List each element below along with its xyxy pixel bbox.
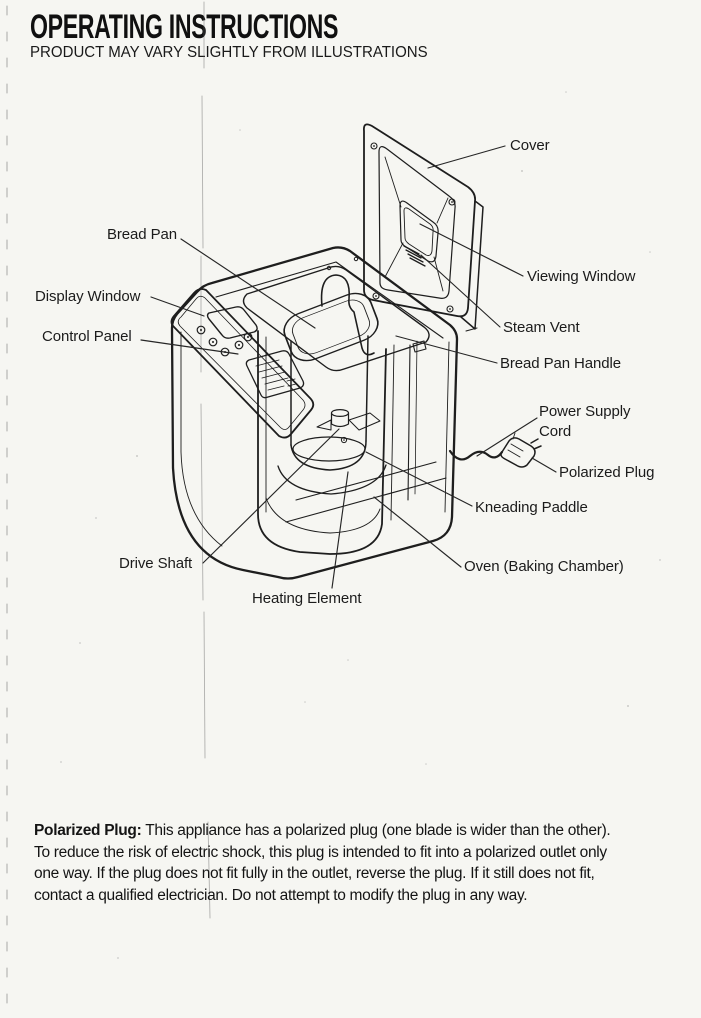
right-face-inner-line [444,341,450,513]
label-power-supply-cord: Power Supply Cord [539,403,631,440]
label-drive-shaft: Drive Shaft [119,555,193,572]
display-window-leader-line [150,296,205,317]
page-subtitle: PRODUCT MAY VARY SLIGHTLY FROM ILLUSTRAT… [30,44,428,61]
shell-cut-edges [407,344,411,501]
leader-lines [140,145,557,589]
label-viewing-window: Viewing Window [527,268,636,285]
label-bread-pan: Bread Pan [107,226,177,243]
power-supply-cord-line [448,449,504,461]
oven-chamber-wall [257,330,387,555]
floor-screw [340,436,348,444]
pan-bottom [290,440,367,471]
notice-line-4: contact a qualified electrician. Do not … [34,886,528,904]
label-steam-vent: Steam Vent [503,319,580,336]
label-cover: Cover [510,137,550,154]
page-title: OPERATING INSTRUCTIONS [30,8,339,46]
lid-front-face [363,123,477,318]
panel-label-patch [245,350,305,399]
oven-leader-line [373,496,462,568]
lid-inner-recess [378,146,456,299]
notice-line-1: Polarized Plug: This appliance has a pol… [34,820,611,842]
notice-line-2: To reduce the risk of electric shock, th… [34,843,607,861]
panel-bezel [177,295,306,430]
kneading-paddle-leader-line [365,451,473,507]
viewing-window-inner [403,207,434,256]
plug-body [500,437,536,468]
polarized-plug-leader-line [531,457,557,473]
scan-specks [60,91,661,959]
heating-element-leader-line [331,471,349,589]
label-bread-pan-handle: Bread Pan Handle [500,355,621,372]
bread-pan-handle-leader-line [395,335,498,364]
polarized-plug-drawing [500,432,542,468]
power-cord-drawing [448,432,542,468]
scan-line-vertical [200,1,211,919]
hinge-tab [412,327,478,353]
chamber-floor-arc [265,497,381,534]
label-control-panel: Control Panel [42,328,132,345]
top-opening [242,265,430,372]
shell-cut-inner [414,340,418,495]
label-heating-element: Heating Element [252,590,362,607]
lid-side-thickness [460,200,484,330]
display-window-outline [206,306,258,339]
steam-vent-hatch [403,245,426,267]
lid-reflection-lines [384,156,449,292]
viewing-window-outline [399,200,439,263]
body-top-rim [215,261,444,339]
cover-leader-line [427,145,506,169]
pan-floor [292,436,366,462]
bread-pan-leader-line [180,238,316,329]
cover-lid-drawing [363,123,484,353]
notice-line-1-text: This appliance has a polarized plug (one… [145,822,611,839]
notice-lead: Polarized Plug: [34,822,142,839]
drive-shaft-leader-line [202,428,340,564]
panel-label-text-lines [255,359,297,391]
bread-pan-drawing [283,274,379,471]
steam-vent-leader-line [420,254,501,328]
plug-detail-lines [507,432,524,458]
lid-screws [370,142,456,313]
panel-outline [170,288,315,439]
bread-pan-handle-wire [320,274,375,356]
polarized-plug-notice: Polarized Plug: This appliance has a pol… [34,820,611,906]
kneading-paddle-blade [348,412,381,431]
left-face-contour [180,331,223,547]
paddle-wing [316,419,332,431]
scan-artifacts [6,1,661,1013]
notice-line-3: one way. If the plug does not fit fully … [34,865,595,883]
oven-floor-edges [285,461,447,523]
pan-rim-inner [291,299,371,355]
label-oven-baking-chamber: Oven (Baking Chamber) [464,558,624,575]
heating-element-ring [277,464,387,495]
drive-shaft-drawing [316,409,381,444]
control-panel-drawing [170,288,315,439]
chamber-wall-thickness [265,336,395,521]
label-kneading-paddle: Kneading Paddle [475,499,588,516]
label-display-window: Display Window [35,288,141,305]
plug-prongs [530,438,542,450]
power-supply-cord-leader-line [476,417,538,457]
control-panel-leader-line [140,339,239,355]
label-polarized-plug: Polarized Plug [559,464,655,481]
viewing-window-leader-line [419,223,524,277]
